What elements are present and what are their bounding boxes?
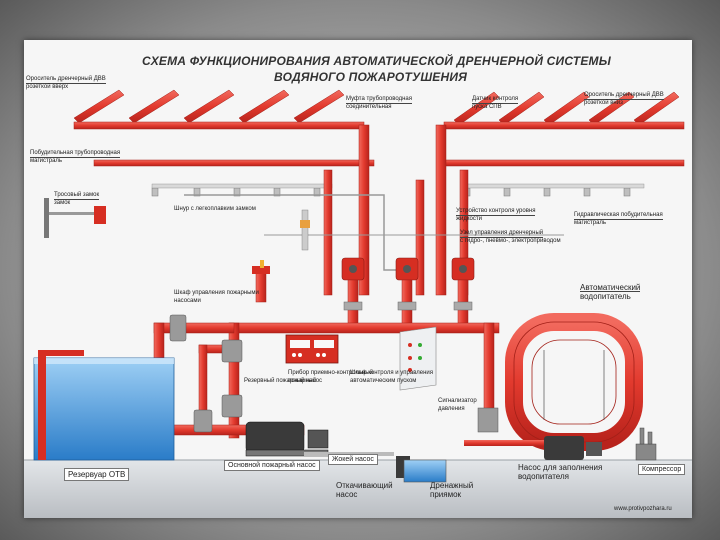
label-pressure-valve: Муфта трубопроводная bbox=[346, 96, 412, 104]
mid-pipe-right bbox=[443, 159, 685, 167]
nozzle-pipe bbox=[151, 183, 333, 189]
label-main-pump: Основной пожарный насос bbox=[224, 460, 320, 471]
label-auto-feeder: Автоматический bbox=[580, 283, 641, 292]
diagram-title-line2: ВОДЯНОГО ПОЖАРОТУШЕНИЯ bbox=[274, 70, 468, 84]
main-supply-pipe bbox=[228, 322, 500, 334]
label-hydro-trigger-2: магистраль bbox=[574, 220, 607, 226]
label-reservoir: Резервуар ОТВ bbox=[64, 468, 130, 481]
floor bbox=[24, 460, 692, 518]
label-signal-valve-2: пуска СПВ bbox=[472, 104, 502, 110]
label-hydro-trigger: Гидравлическая побудительная bbox=[574, 212, 663, 220]
label-signal-valve: Датчик контроля bbox=[472, 96, 519, 104]
label-flow-meter-2: давления bbox=[438, 406, 465, 412]
diagram-title-line1: СХЕМА ФУНКЦИОНИРОВАНИЯ АВТОМАТИЧЕСКОЙ ДР… bbox=[142, 54, 611, 68]
label-control-unit: Устройство контроля уровня bbox=[456, 208, 536, 216]
auto-water-feeder bbox=[505, 313, 643, 451]
label-flow-meter: Сигнализатор bbox=[438, 398, 477, 404]
compressor bbox=[635, 427, 657, 461]
label-trigger-line: Побудительная трубопроводная bbox=[30, 150, 121, 158]
main-pump bbox=[245, 421, 329, 457]
label-trigger-line-2: магистраль bbox=[30, 158, 63, 164]
label-sprinkler-right: Ороситель дренчерный ДВВ bbox=[584, 92, 664, 100]
trigger-line bbox=[184, 194, 404, 271]
control-panel bbox=[399, 326, 437, 391]
drain-pit bbox=[403, 459, 447, 483]
label-control-cabinet: Шкаф контроля и управления bbox=[350, 370, 433, 376]
label-drain-pit: Дренажный bbox=[430, 481, 474, 490]
label-cable: Шнур с легкоплавким замком bbox=[174, 206, 256, 212]
label-sprinkler-left: Ороситель дренчерный ДВВ bbox=[26, 76, 106, 84]
reservoir-tank bbox=[33, 350, 175, 461]
label-sprinkler-right-2: розеткой вниз bbox=[584, 100, 623, 106]
label-control-node-2: с гидро-, пневмо-, электроприводом bbox=[460, 238, 561, 244]
label-control-cabinet-2: автоматическим пуском bbox=[350, 378, 417, 384]
riser-3 bbox=[323, 169, 333, 296]
label-drain-pump: Откачивающий bbox=[336, 481, 393, 490]
riser-2 bbox=[435, 124, 447, 296]
label-pump-control-2: насосами bbox=[174, 298, 201, 304]
label-reserve-pump: Резервный пожарный насос bbox=[244, 378, 323, 384]
label-compressor: Компрессор bbox=[638, 464, 686, 475]
label-drain-pit-2: приямок bbox=[430, 490, 462, 499]
label-pump-control: Шкаф управления пожарными bbox=[174, 290, 259, 296]
label-jockey: Жокей насос bbox=[328, 454, 378, 465]
diagram-area: СХЕМА ФУНКЦИОНИРОВАНИЯ АВТОМАТИЧЕСКОЙ ДР… bbox=[24, 40, 692, 518]
label-control-node: Узел управления дренчерный bbox=[460, 230, 544, 238]
label-thermo-lock-2: замок bbox=[54, 200, 71, 206]
label-pressure-valve-2: соединительная bbox=[346, 104, 392, 110]
label-drain-pump-2: насос bbox=[336, 490, 358, 499]
label-auto-feeder-2: водопитатель bbox=[580, 292, 631, 301]
sprinkler-pipes-left bbox=[73, 89, 345, 124]
mid-pipe-left bbox=[93, 159, 375, 167]
riser-1 bbox=[358, 124, 370, 296]
label-fill-pump: Насос для заполнения bbox=[518, 463, 603, 472]
label-signal-panel-2: пожарный bbox=[288, 378, 317, 384]
label-control-unit-2: жидкости bbox=[456, 216, 482, 222]
label-thermo-lock: Тросовый замок bbox=[54, 192, 100, 200]
pump-control-cabinet bbox=[285, 334, 339, 364]
sprinkler-pipes-right bbox=[453, 91, 680, 126]
label-sprinkler-left-2: розеткой вверх bbox=[26, 84, 69, 90]
footer-site: www.protivpozhara.ru bbox=[614, 506, 672, 512]
left-valves bbox=[169, 314, 243, 433]
top-distribution-pipe bbox=[73, 121, 365, 130]
scheme-graphic bbox=[24, 89, 692, 518]
label-fill-pump-2: водопитателя bbox=[518, 472, 569, 481]
label-signal-panel: Прибор приемно-контрольный bbox=[288, 370, 374, 376]
fill-pump bbox=[544, 436, 602, 460]
riser-4 bbox=[415, 179, 425, 296]
